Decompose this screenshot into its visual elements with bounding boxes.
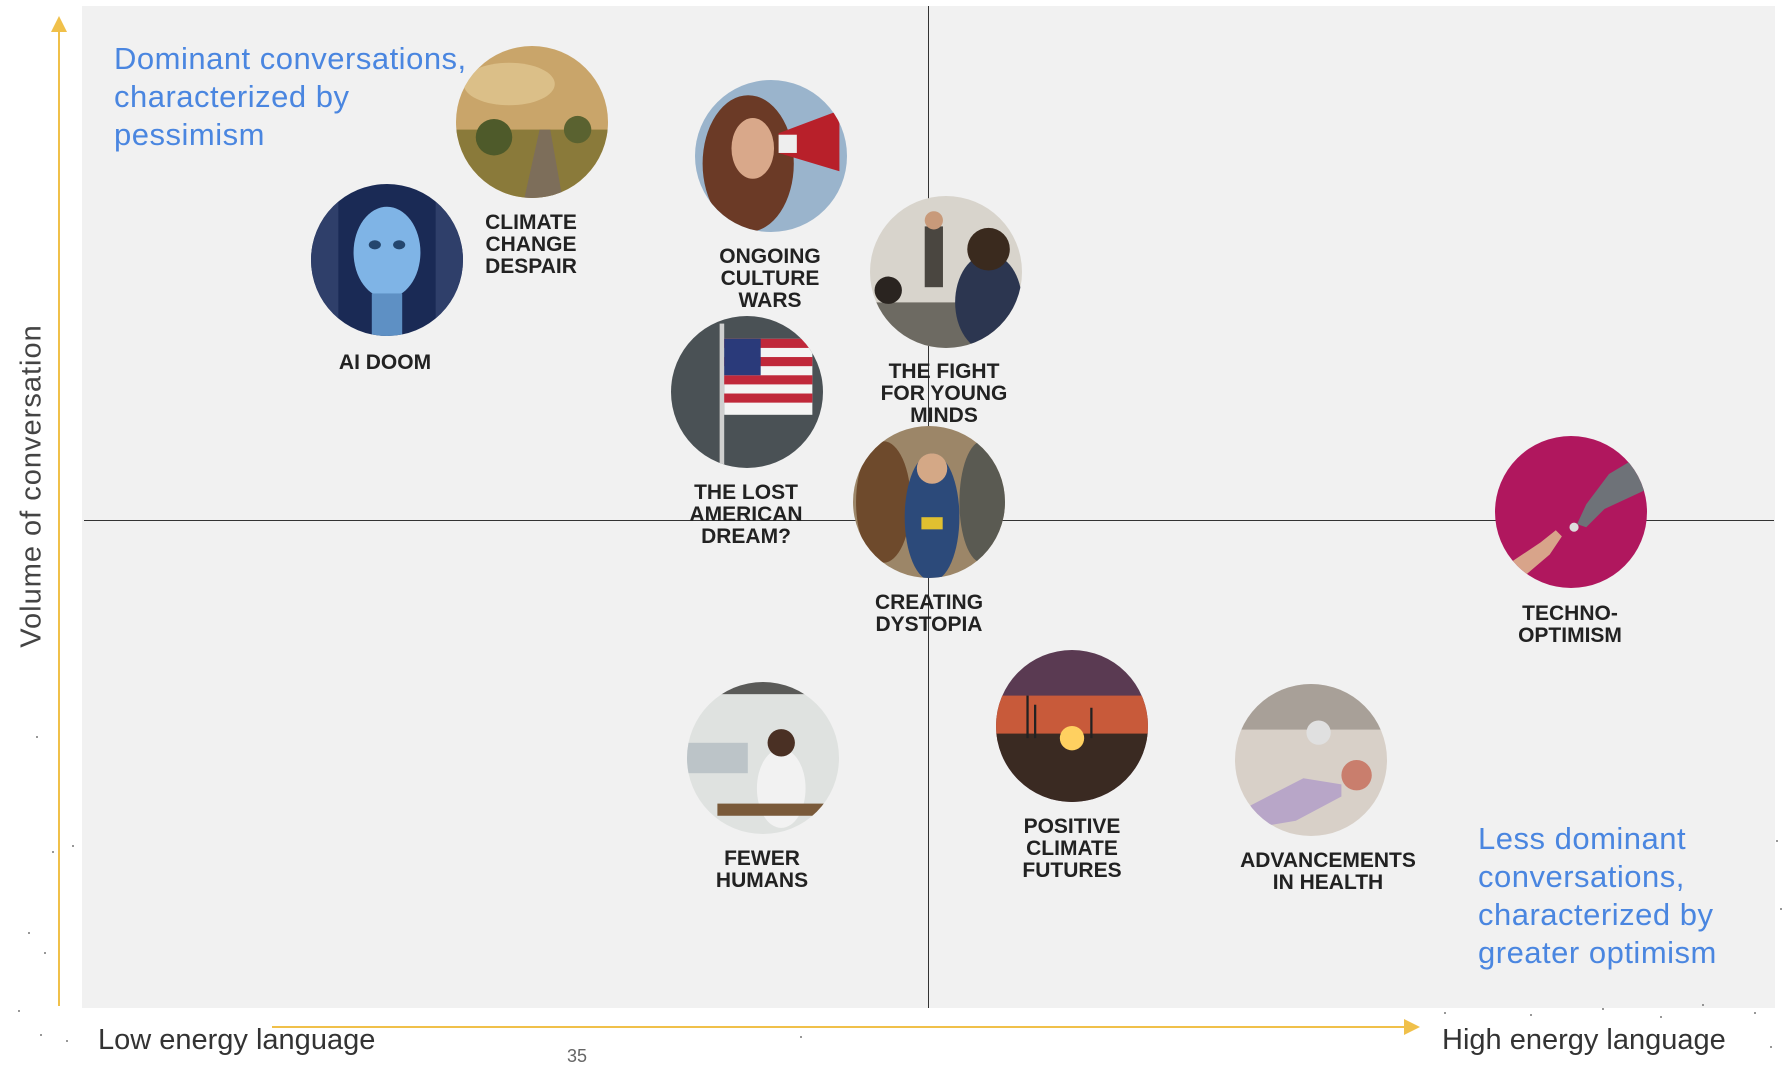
woman-in-cafe-image	[687, 682, 839, 834]
point-label: THE FIGHT FOR YOUNG MINDS	[880, 360, 1008, 427]
decor-dot	[44, 952, 46, 954]
decor-dot	[52, 851, 54, 853]
y-axis-arrowhead	[51, 16, 67, 32]
decor-dot	[1660, 1016, 1662, 1018]
decor-dot	[72, 845, 74, 847]
robot-hand-image	[1495, 436, 1647, 588]
decor-dot	[1530, 1014, 1532, 1016]
american-flag-image	[671, 316, 823, 468]
decor-dot	[40, 1034, 42, 1036]
decor-dot	[36, 736, 38, 738]
point-label: ADVANCEMENTS IN HEALTH	[1240, 849, 1416, 894]
x-axis-label-high: High energy language	[1442, 1024, 1726, 1056]
decor-dot	[28, 932, 30, 934]
y-axis-label: Volume of conversation	[15, 324, 48, 648]
decor-dot	[18, 1010, 20, 1012]
megaphone-protester-image	[695, 80, 847, 232]
point-label: ONGOING CULTURE WARS	[719, 245, 821, 312]
y-axis-arrow	[58, 28, 60, 1006]
robot-face-image	[311, 184, 463, 336]
point-label: CREATING DYSTOPIA	[874, 591, 984, 636]
decor-dot	[1770, 1046, 1772, 1048]
lab-gloved-hand-image	[1235, 684, 1387, 836]
decor-dot	[66, 1040, 68, 1042]
point-label: TECHNO- OPTIMISM	[1518, 602, 1622, 647]
x-axis-label-low: Low energy language	[98, 1024, 376, 1056]
decor-dot	[1602, 1008, 1604, 1010]
x-axis-arrowhead	[1404, 1019, 1420, 1035]
decor-dot	[800, 1036, 802, 1038]
wildfire-road-image	[456, 46, 608, 198]
point-label: AI DOOM	[338, 351, 432, 374]
point-label: POSITIVE CLIMATE FUTURES	[1022, 815, 1122, 882]
decor-dot	[1444, 1012, 1446, 1014]
point-label: THE LOST AMERICAN DREAM?	[689, 481, 803, 548]
page-number: 35	[567, 1046, 588, 1066]
sunset-wind-turbines-image	[996, 650, 1148, 802]
annotation-optimism: Less dominant conversations, characteriz…	[1478, 821, 1717, 970]
x-axis-arrow	[272, 1026, 1414, 1028]
annotation-pessimism: Dominant conversations, characterized by…	[114, 41, 467, 152]
classroom-image	[870, 196, 1022, 348]
decor-dot	[1776, 840, 1778, 842]
decor-dot	[1702, 1004, 1704, 1006]
decor-dot	[1754, 1012, 1756, 1014]
decor-dot	[1780, 908, 1782, 910]
point-label: FEWER HUMANS	[715, 847, 809, 892]
wasteland-characters-image	[853, 426, 1005, 578]
point-label: CLIMATE CHANGE DESPAIR	[485, 211, 577, 278]
